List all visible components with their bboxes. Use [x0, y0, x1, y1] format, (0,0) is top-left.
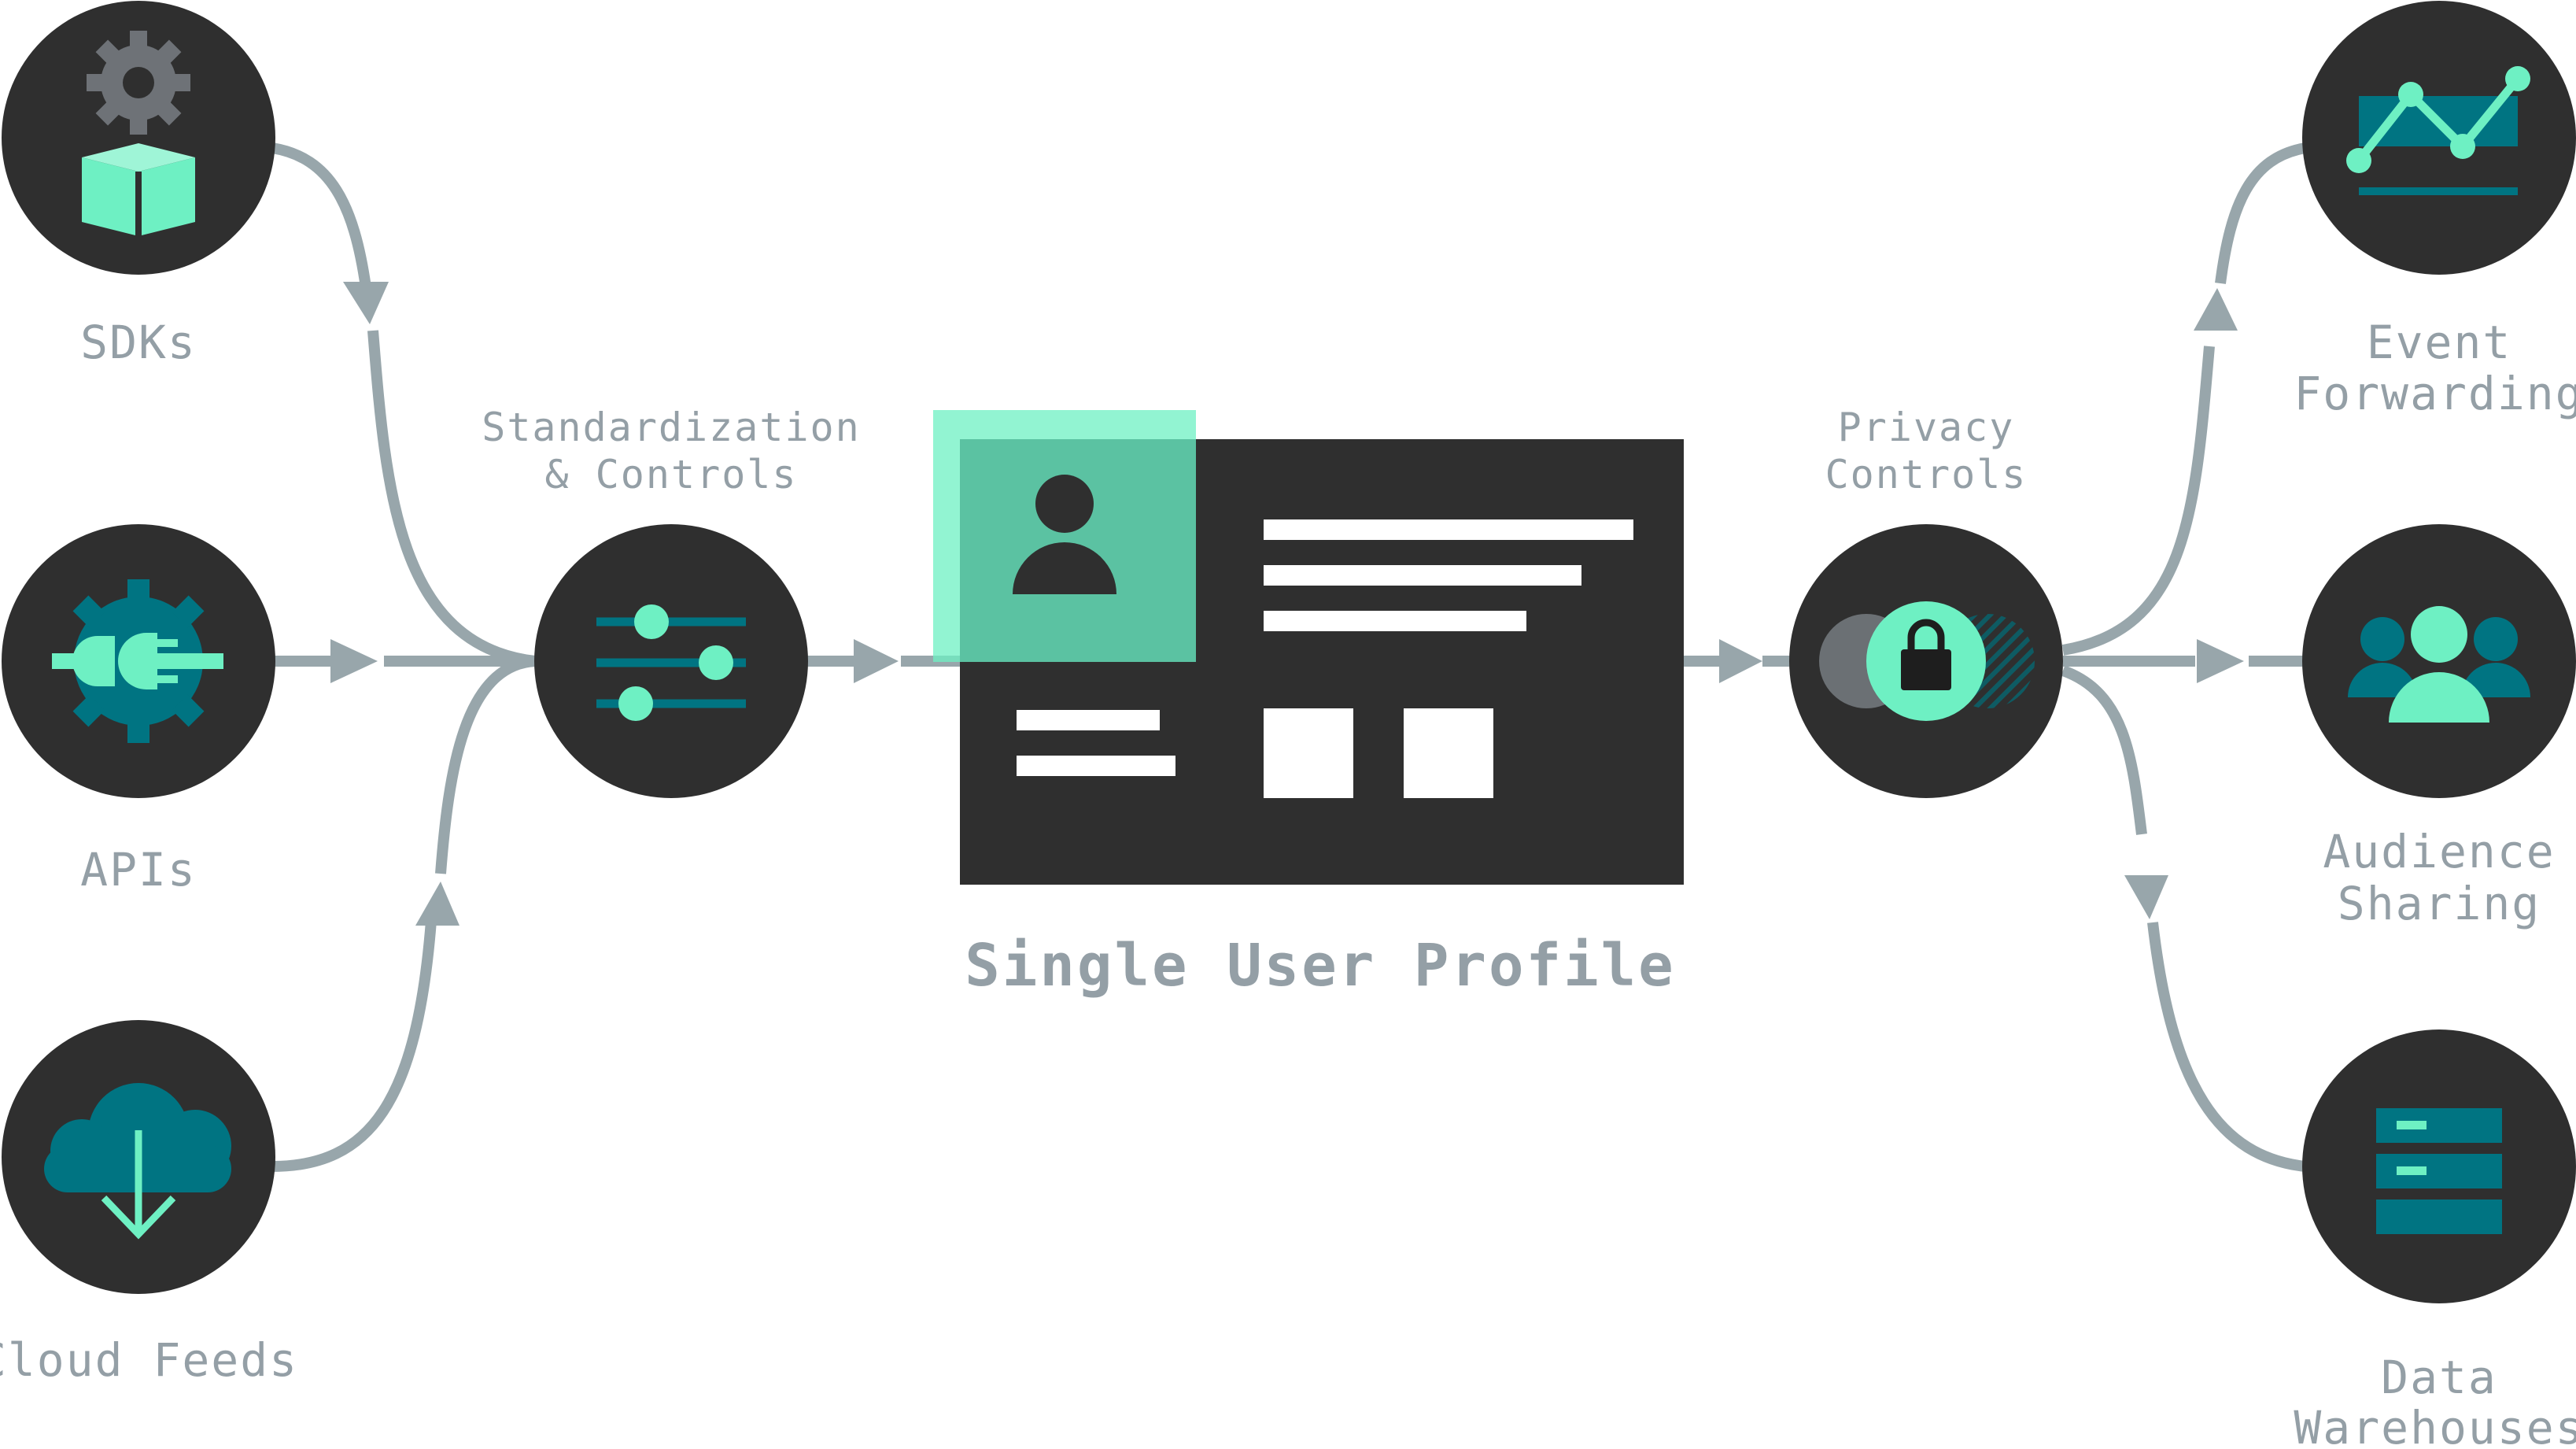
- label-event-line2: Forwarding: [2294, 367, 2576, 420]
- connector-warehouse-b: [2147, 922, 2306, 1172]
- plug-icon: [52, 633, 223, 689]
- connectors: [271, 142, 2307, 1172]
- label-warehouse-line1: Data: [2381, 1351, 2497, 1404]
- connector-warehouse: [2061, 665, 2147, 835]
- node-data-warehouses: [2302, 1029, 2576, 1303]
- connector-sdks: [271, 142, 371, 288]
- label-audience-line1: Audience: [2323, 825, 2555, 878]
- label-warehouse-line2: Warehouses: [2294, 1401, 2576, 1449]
- box-icon: [82, 143, 195, 236]
- profile-card: [933, 410, 1684, 885]
- profile-detail-lines: [1017, 519, 1633, 798]
- plug-gear-icon: [52, 579, 223, 743]
- label-event-line1: Event: [2367, 316, 2512, 369]
- node-cloud: [2, 1020, 275, 1294]
- gear-box-icon: [82, 31, 195, 236]
- label-apis: APIs: [80, 843, 197, 896]
- arrowhead-apis: [330, 639, 378, 683]
- gear-icon: [87, 31, 190, 135]
- label-standardization-line1: Standardization: [482, 405, 861, 450]
- connector-event: [2061, 346, 2215, 656]
- label-cloud-feeds: Cloud Feeds: [0, 1333, 298, 1387]
- cloud-download-icon: [44, 1083, 231, 1240]
- label-privacy-line2: Controls: [1825, 452, 2028, 497]
- connector-event-b: [2215, 142, 2307, 284]
- line-chart-icon: [2346, 66, 2530, 195]
- arrowhead-audience: [2197, 639, 2244, 683]
- arrowhead-std-profile: [854, 639, 899, 683]
- arrowhead-cloud: [415, 882, 459, 926]
- arrowhead-profile-privacy: [1719, 639, 1762, 683]
- connector-sdks-merge: [367, 330, 536, 667]
- node-privacy: [1789, 524, 2063, 798]
- arrowheads: [330, 282, 2244, 926]
- people-icon: [2348, 606, 2530, 723]
- node-apis: [2, 524, 275, 798]
- label-standardization-line2: & Controls: [544, 452, 797, 497]
- connector-cloud: [271, 920, 437, 1172]
- node-sdks: [2, 1, 275, 275]
- connector-cloud-merge: [435, 656, 536, 874]
- lock-icon: [1901, 619, 1951, 690]
- node-event-forwarding: [2302, 1, 2576, 275]
- arrowhead-sdks: [343, 282, 389, 324]
- node-circle: [2, 1, 275, 275]
- label-single-user-profile: Single User Profile: [965, 932, 1675, 1000]
- sliders-icon: [596, 604, 746, 721]
- node-audience-sharing: [2302, 524, 2576, 798]
- label-sdks: SDKs: [80, 316, 197, 369]
- arrowhead-warehouse: [2124, 875, 2168, 919]
- server-icon: [2376, 1108, 2502, 1234]
- node-standardization: [534, 524, 808, 798]
- download-arrow-icon: [101, 1130, 176, 1240]
- label-privacy-line1: Privacy: [1838, 405, 2015, 450]
- user-icon: [1013, 475, 1116, 594]
- arrowhead-event: [2194, 288, 2238, 331]
- label-audience-line2: Sharing: [2338, 877, 2541, 930]
